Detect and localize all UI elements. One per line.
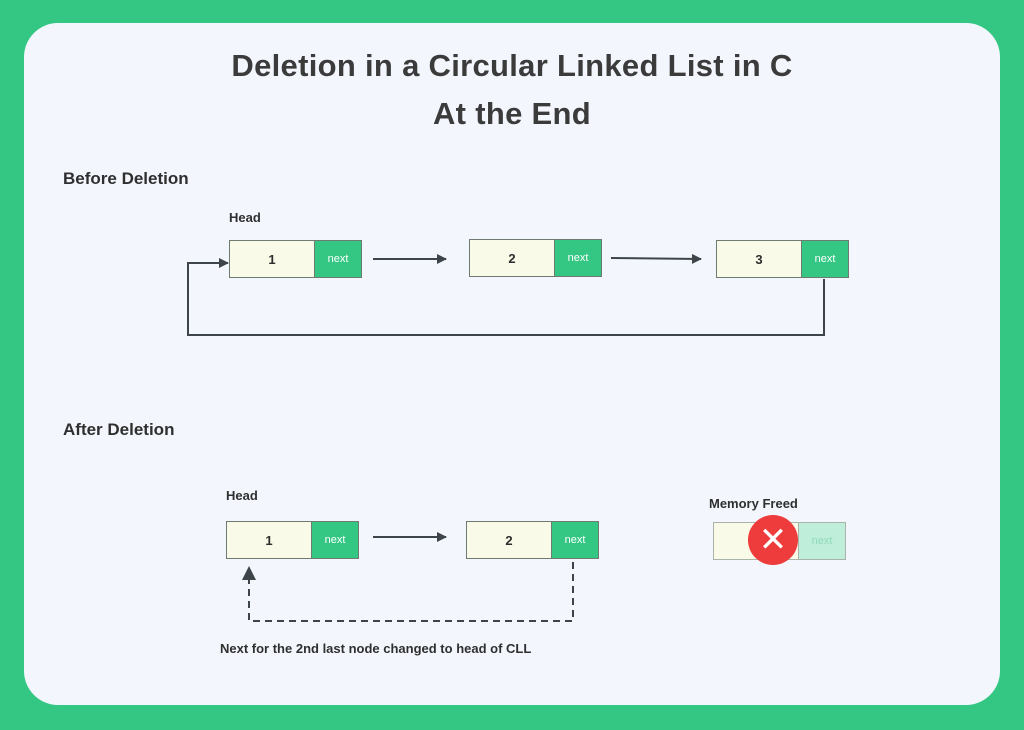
- before-deletion-label: Before Deletion: [63, 169, 189, 188]
- node-next-pointer: next: [315, 241, 361, 277]
- after-deletion-label: After Deletion: [63, 420, 175, 439]
- node-value: 2: [470, 240, 555, 276]
- node-value: 1: [227, 522, 312, 558]
- arrow-node2-to-node3: [610, 253, 702, 264]
- node-next-pointer: next: [555, 240, 601, 276]
- pointer-change-caption: Next for the 2nd last node changed to he…: [220, 641, 532, 656]
- title-line-2: At the End: [433, 96, 591, 131]
- after-head-label: Head: [226, 488, 258, 503]
- freed-node-next-pointer: next: [799, 523, 845, 559]
- dashed-back-link: [248, 562, 574, 622]
- after-node-2: 2 next: [466, 521, 599, 559]
- memory-freed-label: Memory Freed: [709, 496, 798, 511]
- before-node-2: 2 next: [469, 239, 602, 277]
- before-node-3: 3 next: [716, 240, 849, 278]
- title-line-1: Deletion in a Circular Linked List in C: [231, 48, 793, 83]
- before-node-1: 1 next: [229, 240, 362, 278]
- node-next-pointer: next: [312, 522, 358, 558]
- node-value: 2: [467, 522, 552, 558]
- before-head-label: Head: [229, 210, 261, 225]
- after-node-1: 1 next: [226, 521, 359, 559]
- circular-back-link: [187, 258, 825, 336]
- diagram-card: [24, 23, 1000, 705]
- node-next-pointer: next: [552, 522, 598, 558]
- node-value: 1: [230, 241, 315, 277]
- deleted-x-icon: ✕: [748, 515, 798, 565]
- dashed-back-link-head: [242, 566, 256, 580]
- node-next-pointer: next: [802, 241, 848, 277]
- node-value: 3: [717, 241, 802, 277]
